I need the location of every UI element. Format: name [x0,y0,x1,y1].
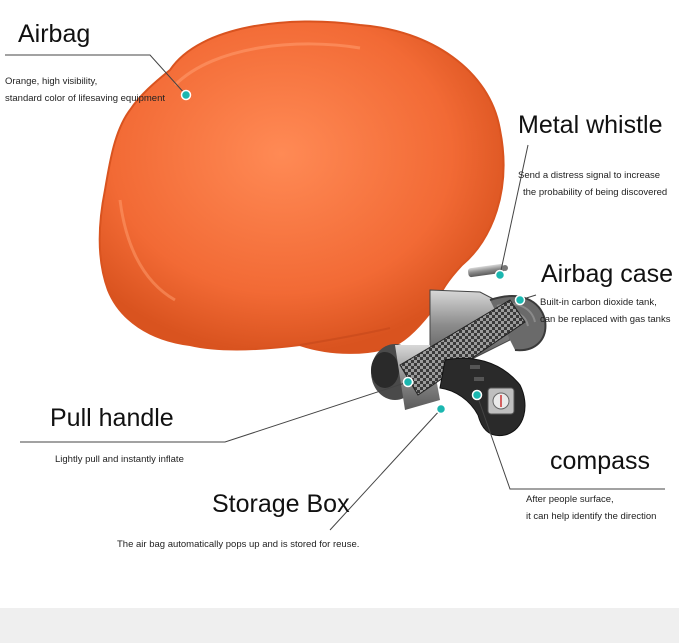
airbag-leader-line [5,54,187,96]
compass-strap-illustration [439,357,526,437]
airbag-case-description-line: can be replaced with gas tanks [540,314,671,325]
storage-box-description: The air bag automatically pops up and is… [117,536,359,553]
airbag-case-description-line: Built-in carbon dioxide tank, [540,297,657,308]
footer-band [0,608,679,643]
compass-title: compass [550,447,651,475]
pull-handle-leader-line [20,381,409,443]
airbag-title: Airbag [18,20,91,48]
metal-whistle-leader-line [499,144,529,276]
storage-box-leader-line [329,408,442,531]
metal-whistle-description-line: Send a distress signal to increase [518,170,661,181]
airbag-case-marker-dot [514,294,526,306]
storage-box-title: Storage Box [212,490,350,518]
compass-leader-line [476,394,665,490]
metal-whistle-description: Send a distress signal to increase the p… [518,167,667,201]
pull-handle-description-line: Lightly pull and instantly inflate [55,454,184,465]
metal-whistle-description-line: the probability of being discovered [523,187,668,198]
airbag-case-description: Built-in carbon dioxide tank, can be rep… [540,294,670,328]
compass-description-line: it can help identify the direction [526,511,657,522]
metal-whistle-marker-dot [494,269,506,281]
compass-description: After people surface, it can help identi… [526,491,656,525]
compass-marker-dot [471,389,483,401]
pull-handle-title: Pull handle [50,404,174,432]
compass-description-line: After people surface, [526,494,614,505]
airbag-description: Orange, high visibility, standard color … [5,73,165,107]
storage-box-description-line: The air bag automatically pops up and is… [117,539,360,550]
pull-handle-marker-dot [402,376,414,388]
airbag-description-line: standard color of lifesaving equipment [5,93,166,104]
airbag-description-line: Orange, high visibility, [5,76,98,87]
metal-whistle-title: Metal whistle [518,111,663,139]
callout-markers [180,89,526,415]
storage-box-marker-dot [435,403,447,415]
whistle-illustration [468,263,508,278]
airbag-marker-dot [180,89,192,101]
leader-lines [5,54,665,531]
airbag-case-title: Airbag case [541,260,674,288]
pull-handle-description: Lightly pull and instantly inflate [55,451,184,468]
